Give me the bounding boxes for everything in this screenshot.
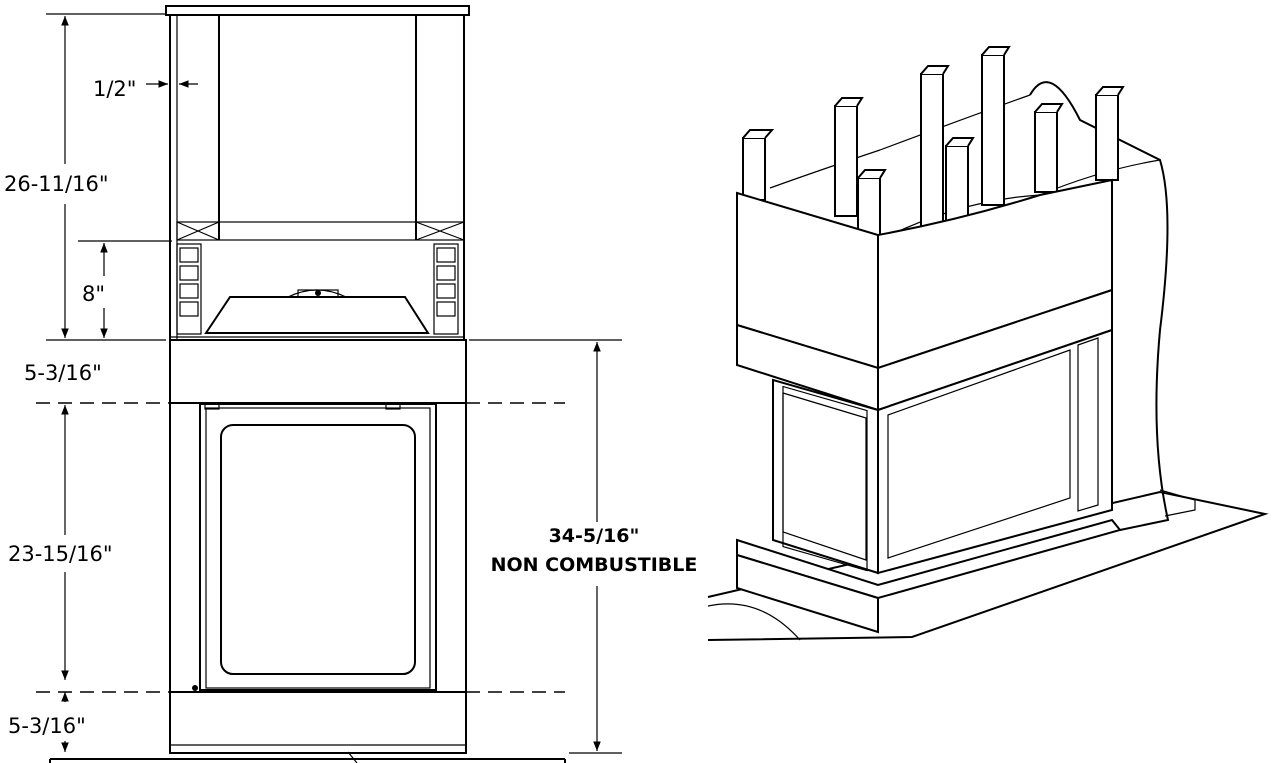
dim-hood-height: 8" [82, 282, 105, 306]
side-glass [782, 392, 867, 561]
dim-noncombustible-height: 34-5/16" [549, 525, 640, 547]
dim-half-inch: 1/2" [93, 77, 136, 101]
header-block [176, 221, 465, 241]
chase-top-cap [165, 5, 470, 16]
dim-top-trim: 5-3/16" [24, 361, 102, 385]
glass-panel [220, 424, 416, 675]
firebox-door-frame [199, 403, 437, 691]
chase-wall-outline [1029, 81, 1170, 531]
dim-opening-height: 23-15/16" [8, 542, 112, 566]
dim-bottom-trim: 5-3/16" [8, 714, 86, 738]
front-glass [887, 349, 1071, 559]
hood-vents-right [433, 243, 459, 335]
isometric-view [707, 46, 1269, 641]
hood-vents-left [176, 243, 202, 335]
dimension-lines [36, 13, 622, 754]
chase-front-right [877, 178, 1113, 370]
framing-studs [742, 46, 1125, 239]
front-elevation-view [49, 5, 566, 763]
fireplace-body [169, 339, 467, 754]
firebox-hood [204, 296, 430, 334]
noncombustible-label: NON COMBUSTIBLE [491, 554, 698, 576]
dim-chase-height: 26-11/16" [4, 172, 108, 196]
firebox-front [877, 328, 1113, 575]
